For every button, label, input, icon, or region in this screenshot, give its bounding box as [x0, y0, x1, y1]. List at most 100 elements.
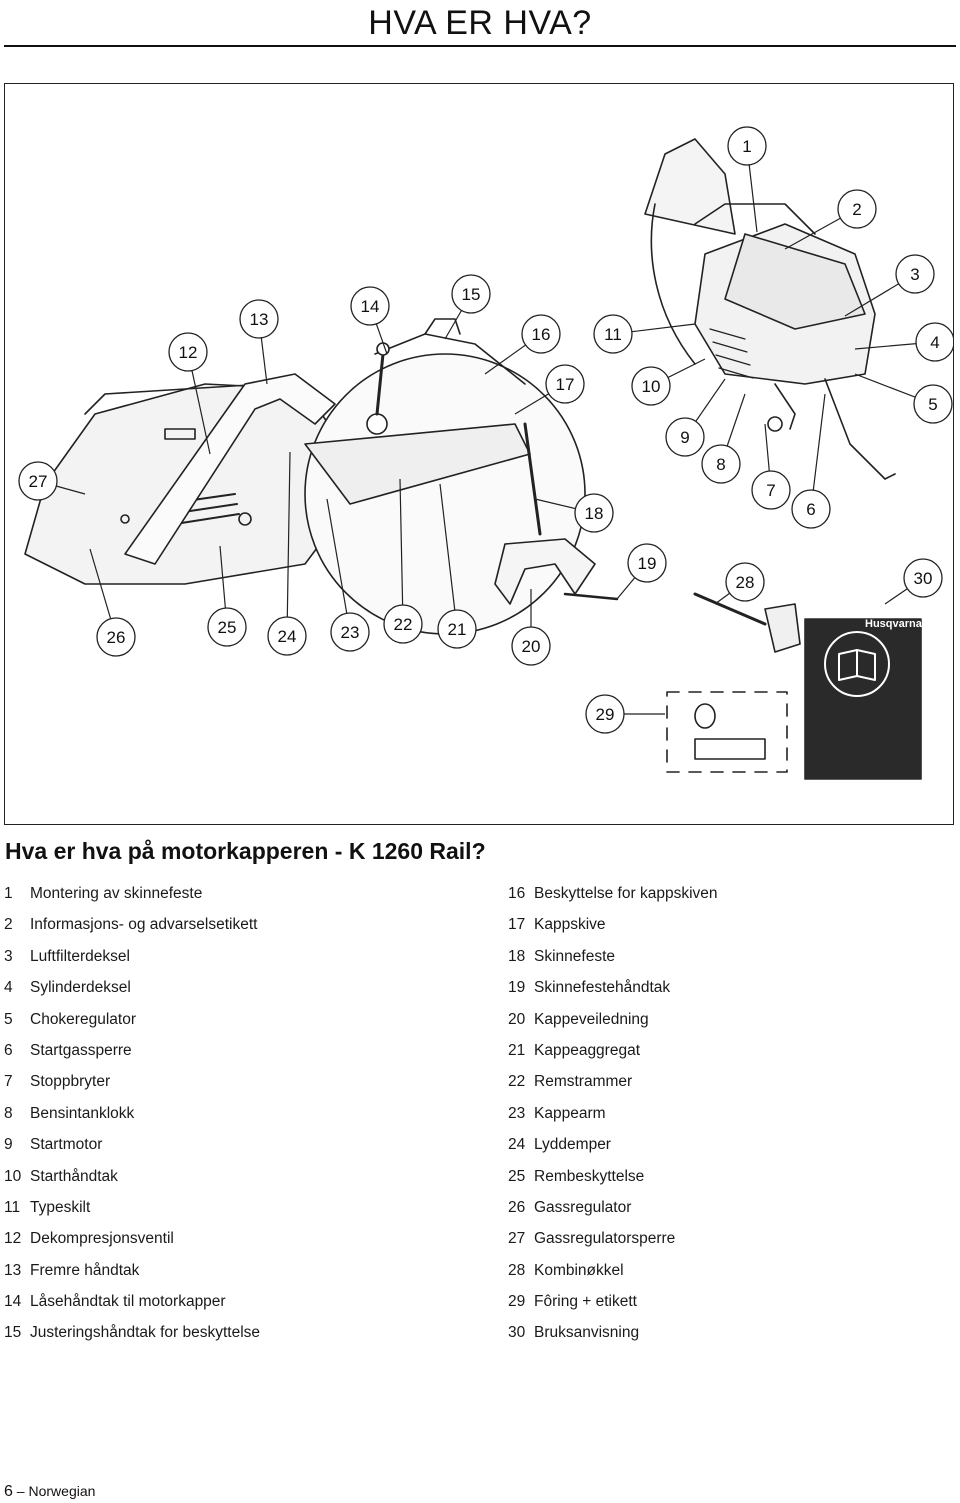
callout-circle: [521, 314, 561, 354]
part-label: Gassregulator: [534, 1198, 632, 1216]
callout-circle: [168, 332, 208, 372]
part-list-item: 19 Skinnefestehåndtak: [508, 977, 948, 1008]
manual-brand-text: Husqvarna: [865, 618, 923, 630]
callout-number: 3: [910, 265, 919, 284]
part-number: 26: [508, 1198, 526, 1216]
part-list-item: 24 Lyddemper: [508, 1134, 948, 1165]
callout-circle: [593, 314, 633, 354]
part-number: 24: [508, 1136, 526, 1154]
page-number: 6: [4, 1483, 13, 1500]
part-list-item: 29 Fôring + etikett: [508, 1291, 948, 1322]
callout-circle: [837, 189, 877, 229]
callout-circle: [913, 384, 953, 424]
part-number: 7: [4, 1073, 13, 1091]
callout-number: 6: [806, 500, 815, 519]
part-label: Lyddemper: [534, 1136, 611, 1154]
callout-circle: [96, 617, 136, 657]
part-list-item: 6 Startgassperre: [4, 1040, 484, 1071]
part-list-item: 8 Bensintanklokk: [4, 1103, 484, 1134]
callout-number: 11: [604, 325, 622, 344]
part-label: Sylinderdeksel: [30, 979, 131, 997]
part-label: Fôring + etikett: [534, 1293, 637, 1311]
callout-number: 17: [556, 375, 575, 394]
part-label: Chokeregulator: [30, 1010, 136, 1028]
callout-number: 30: [914, 569, 933, 588]
part-label: Startgassperre: [30, 1041, 132, 1059]
callout-number: 16: [532, 325, 551, 344]
footer-language: Norwegian: [28, 1483, 96, 1499]
callout-number: 5: [928, 395, 937, 414]
callout-circle: [437, 609, 477, 649]
callout-number: 15: [462, 285, 481, 304]
callout-circle: [665, 417, 705, 457]
callout-number: 12: [179, 343, 198, 362]
part-number: 6: [4, 1041, 13, 1059]
part-list-item: 5 Chokeregulator: [4, 1009, 484, 1040]
part-label: Dekompresjonsventil: [30, 1230, 174, 1248]
part-number: 12: [4, 1230, 22, 1248]
part-list-item: 21 Kappeaggregat: [508, 1040, 948, 1071]
callout-circle: [915, 322, 953, 362]
part-label: Skinnefestehåndtak: [534, 979, 671, 997]
part-number: 19: [508, 979, 526, 997]
callout-circle: [903, 558, 943, 598]
part-label: Bruksanvisning: [534, 1324, 640, 1342]
machine-illustration: Husqvarna 123456789101112131415161718192…: [18, 126, 953, 780]
part-label: Kappeveiledning: [534, 1010, 649, 1028]
part-label: Kombinøkkel: [534, 1261, 624, 1279]
title-rule: [4, 45, 956, 47]
part-number: 17: [508, 916, 526, 934]
part-label: Bensintanklokk: [30, 1104, 135, 1122]
callout-number: 24: [278, 627, 297, 646]
part-number: 8: [4, 1104, 13, 1122]
callout-circle: [585, 694, 625, 734]
part-number: 5: [4, 1010, 13, 1028]
part-list-item: 28 Kombinøkkel: [508, 1260, 948, 1291]
part-number: 22: [508, 1073, 526, 1091]
part-label: Kappeaggregat: [534, 1041, 641, 1059]
part-number: 16: [508, 885, 526, 902]
part-number: 29: [508, 1293, 526, 1311]
callout-circle: [350, 286, 390, 326]
part-label: Skinnefeste: [534, 947, 615, 965]
part-label: Informasjons- og advarselsetikett: [30, 916, 258, 934]
part-number: 21: [508, 1041, 526, 1059]
callout-number: 27: [29, 472, 48, 491]
part-number: 10: [4, 1167, 22, 1185]
part-number: 15: [4, 1324, 22, 1342]
callout-circle: [574, 493, 614, 533]
callout-circle: [727, 126, 767, 166]
callout-number: 7: [766, 481, 775, 500]
footer-dash: –: [16, 1483, 25, 1499]
part-label: Kappearm: [534, 1104, 606, 1122]
part-number: 3: [4, 947, 13, 965]
part-label: Stoppbryter: [30, 1073, 111, 1091]
part-list-item: 7 Stoppbryter: [4, 1071, 484, 1102]
callout-number: 23: [341, 623, 360, 642]
part-label: Fremre håndtak: [30, 1261, 140, 1279]
part-number: 4: [4, 979, 13, 997]
callout-number: 25: [218, 618, 237, 637]
callout-circle: [207, 607, 247, 647]
part-list-item: 26 Gassregulator: [508, 1197, 948, 1228]
part-label: Startmotor: [30, 1136, 103, 1154]
callout-number: 29: [596, 705, 615, 724]
callout-number: 1: [742, 137, 751, 156]
part-number: 28: [508, 1261, 526, 1279]
part-number: 25: [508, 1167, 526, 1185]
callout-circle: [895, 254, 935, 294]
